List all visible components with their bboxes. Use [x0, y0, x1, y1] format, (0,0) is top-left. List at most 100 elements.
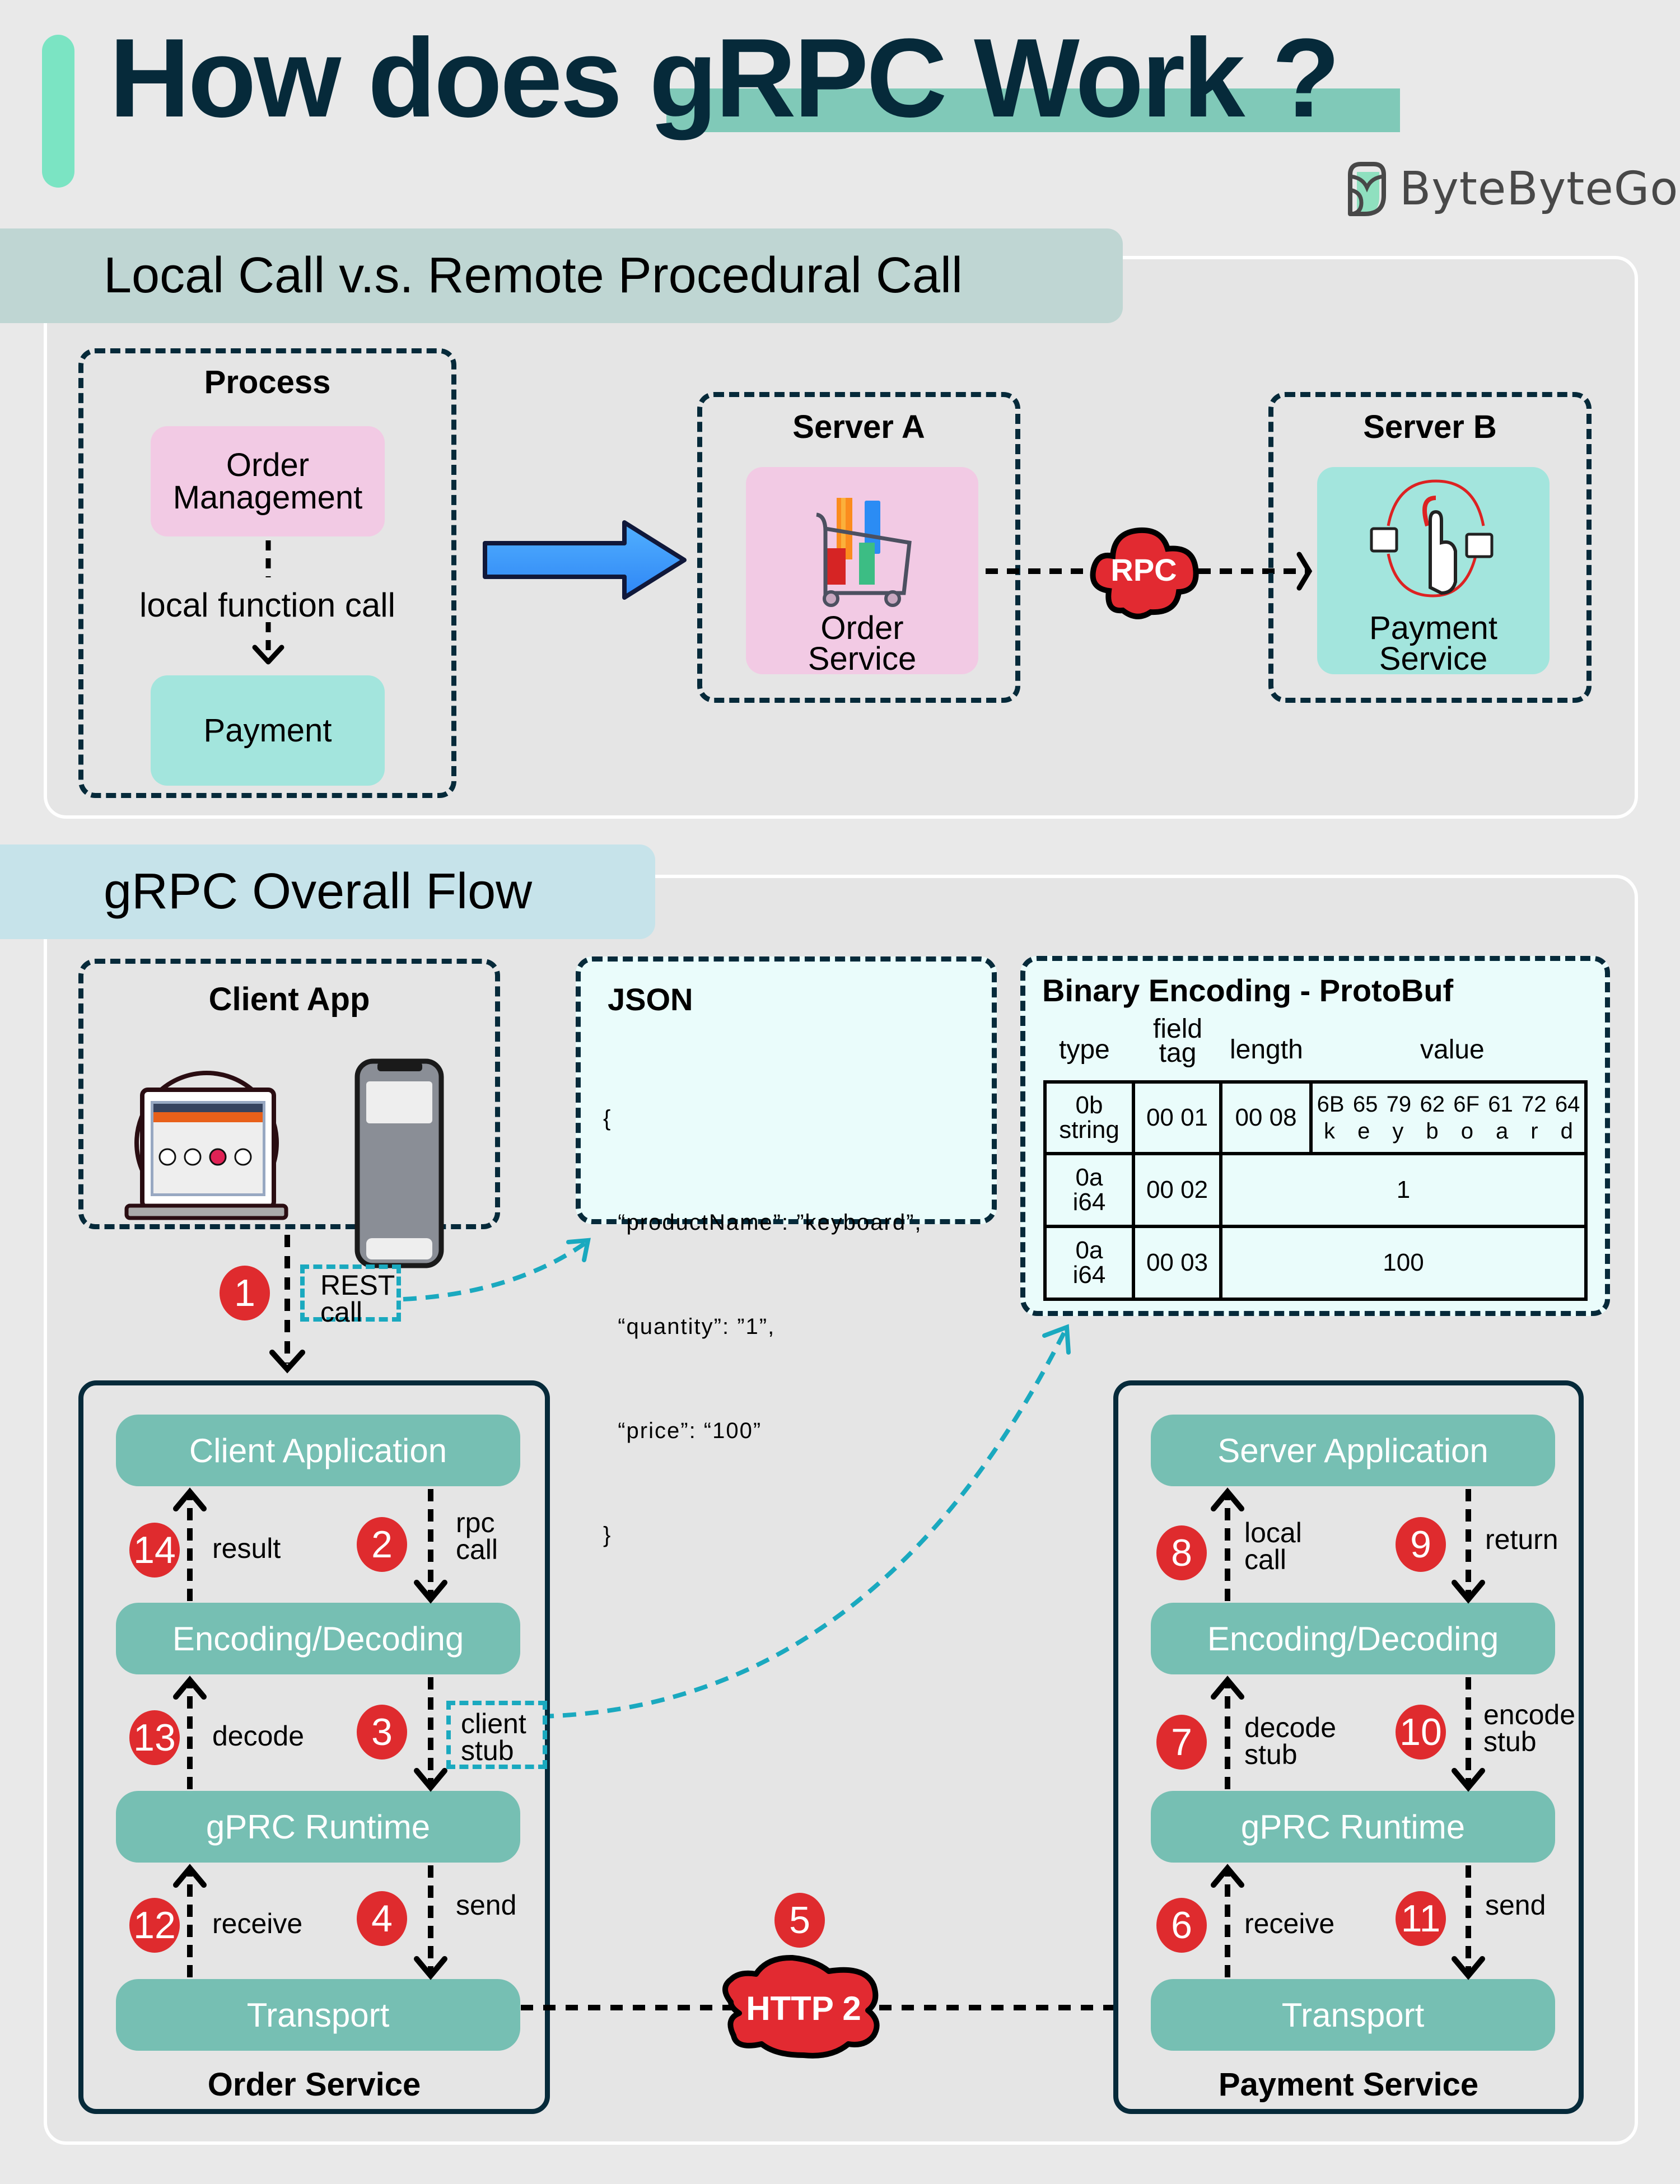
layer-client-application: Client Application	[116, 1415, 520, 1486]
step-badge-8: 8	[1156, 1525, 1207, 1580]
title-highlight-band	[666, 88, 1400, 132]
smartphone-icon	[354, 1058, 444, 1268]
label-line: client	[461, 1708, 526, 1739]
step-badge-6: 6	[1156, 1898, 1207, 1953]
header-field-tag: field tag	[1153, 1014, 1203, 1066]
payment-service-box: Server Application Encoding/Decoding gPR…	[1113, 1380, 1584, 2114]
local-function-call-label: local function call	[139, 586, 395, 624]
step-label-decode: decode	[212, 1720, 305, 1752]
order-service-box: Client Application Encoding/Decoding gPR…	[78, 1380, 550, 2114]
down-arrow-client-stub	[414, 1677, 447, 1792]
rest-to-json-dashed-link	[403, 1238, 591, 1301]
card-payment-icon	[1370, 479, 1494, 598]
header-value: value	[1420, 1035, 1485, 1065]
down-arrow-send	[414, 1865, 447, 1980]
cell-line: i64	[1072, 1188, 1106, 1216]
field-tag-cell: 00 02	[1132, 1152, 1222, 1228]
server-b-title: Server B	[1363, 409, 1497, 445]
step-badge-9: 9	[1396, 1517, 1446, 1572]
card-line: Service	[1379, 641, 1488, 678]
cell-line: i64	[1072, 1261, 1106, 1289]
layer-server-application: Server Application	[1151, 1415, 1555, 1486]
payment-service-label: Payment Service	[1317, 612, 1550, 678]
payment-card: Payment	[151, 675, 385, 786]
layer-grpc-runtime: gPRC Runtime	[116, 1791, 520, 1863]
header-line: field	[1153, 1014, 1203, 1044]
hex-byte: 62	[1420, 1092, 1445, 1117]
rpc-label: RPC	[1110, 552, 1177, 587]
cell-line: 0b	[1075, 1091, 1103, 1119]
big-blue-arrow-icon	[483, 520, 687, 600]
client-to-order-arrow	[269, 1235, 305, 1374]
process-box: Process Order Management local function …	[78, 348, 456, 798]
server-b-box: Server B Payment Service	[1268, 392, 1592, 703]
step-badge-13: 13	[129, 1710, 180, 1765]
field-tag-cell: 00 01	[1132, 1080, 1222, 1155]
up-arrow-decode	[173, 1676, 207, 1789]
step-badge-14: 14	[129, 1523, 180, 1578]
down-arrow-rpc-call	[414, 1489, 447, 1604]
card-line: Management	[172, 479, 363, 516]
header-length: length	[1230, 1035, 1303, 1065]
ascii-char: y	[1392, 1119, 1404, 1144]
ascii-char: k	[1324, 1119, 1336, 1144]
bytebytego-logo-icon	[1348, 162, 1386, 216]
cell-line: string	[1059, 1116, 1119, 1144]
json-line: }	[603, 1523, 612, 1547]
title-highlight: gRPC Work ?	[649, 16, 1340, 141]
hex-byte: 79	[1386, 1092, 1412, 1117]
rest-call-label-box: REST call	[300, 1264, 401, 1326]
order-management-card: Order Management	[151, 426, 385, 536]
order-service-name: Order Service	[207, 2066, 421, 2103]
down-arrow-return	[1452, 1489, 1485, 1604]
title-accent-bar	[42, 35, 74, 188]
step-badge-11: 11	[1396, 1891, 1446, 1946]
label-line: call	[320, 1296, 363, 1328]
json-line: “price”: “100”	[603, 1418, 762, 1443]
length-cell: 00 08	[1219, 1080, 1313, 1155]
card-line: Order	[820, 610, 904, 646]
ascii-char: d	[1560, 1119, 1573, 1144]
layer-encoding-decoding: Encoding/Decoding	[1151, 1603, 1555, 1674]
section-header-local-vs-remote: Local Call v.s. Remote Procedural Call	[0, 228, 1123, 323]
label-line: REST	[320, 1270, 395, 1301]
step-label-return: return	[1485, 1524, 1558, 1555]
label-line: call	[1244, 1543, 1287, 1575]
hex-byte: 6F	[1453, 1092, 1480, 1117]
step-badge-12: 12	[129, 1898, 180, 1953]
label-line: stub	[1244, 1738, 1298, 1770]
payment-service-name: Payment Service	[1218, 2066, 1479, 2103]
json-line: “productName”: ”keyboard”,	[603, 1210, 922, 1235]
rest-call-label: REST call	[320, 1270, 395, 1328]
section-title: gRPC Overall Flow	[104, 864, 533, 920]
json-line: “quantity”: ”1”,	[603, 1314, 776, 1339]
ascii-char: e	[1357, 1119, 1370, 1144]
local-call-arrow	[252, 540, 284, 665]
down-arrow-encode-stub	[1452, 1677, 1485, 1792]
step-badge-7: 7	[1156, 1715, 1207, 1770]
stub-to-protobuf-dashed-link	[540, 1324, 1071, 1719]
client-app-title: Client App	[208, 981, 370, 1018]
layer-transport: Transport	[116, 1979, 520, 2051]
client-app-box: Client App	[78, 959, 500, 1268]
cell-line: 0a	[1075, 1236, 1103, 1264]
step-badge-10: 10	[1396, 1705, 1446, 1760]
server-a-title: Server A	[792, 409, 925, 445]
server-a-box: Server A Order Service	[697, 392, 1020, 703]
page-title: How does gRPC Work ?	[109, 22, 1340, 134]
http2-cloud-icon	[722, 1954, 880, 2059]
section-header-grpc-flow: gRPC Overall Flow	[0, 844, 655, 939]
hex-byte: 6B	[1317, 1092, 1345, 1117]
step-badge-3: 3	[357, 1705, 407, 1760]
label-line: decode	[1244, 1712, 1337, 1743]
